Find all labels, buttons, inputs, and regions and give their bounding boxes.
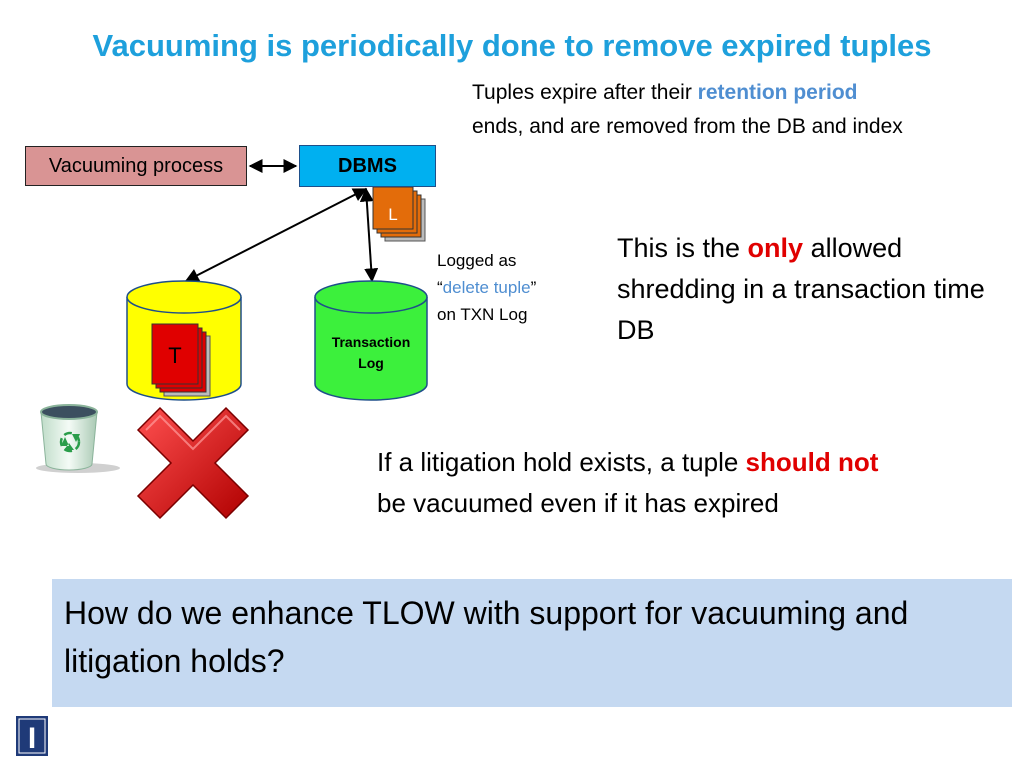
red-x-icon [136,406,250,520]
question-text: How do we enhance TLOW with support for … [64,595,909,679]
transaction-log-label: Transaction Log [331,334,411,371]
retention-period-highlight: retention period [697,81,858,104]
logged-as-line: Logged as [437,251,517,270]
delete-tuple-highlight: delete tuple [442,278,531,297]
on-txn-log-line: on TXN Log [437,305,528,324]
close-quote: ” [530,278,537,297]
hold-note-text-2: be vacuumed even if it has expired [377,488,779,518]
retention-note: Tuples expire after their retention peri… [472,76,1017,144]
question-box: How do we enhance TLOW with support for … [52,579,1012,707]
log-record-label: L [388,205,398,224]
tuple-record-label: T [168,343,182,368]
tuple-record-stack [151,323,211,397]
retention-note-text-2: ends, and are removed from the DB and in… [472,115,903,138]
logo-letter: I [28,722,36,755]
litigation-hold-note: If a litigation hold exists, a tuple sho… [377,442,1017,524]
logged-as-note: Logged as “delete tuple” on TXN Log [437,247,536,328]
only-highlight: only [747,233,804,263]
only-note-text-1: This is the [617,233,748,263]
vacuuming-process-box: Vacuuming process [25,146,247,186]
open-quote: “ [437,278,443,297]
should-not-highlight: should not [745,447,879,477]
retention-note-text-1: Tuples expire after their [472,81,698,104]
illinois-logo-icon: I [16,716,48,756]
recycle-bin-icon [36,404,120,473]
hold-note-text-1: If a litigation hold exists, a tuple [377,447,746,477]
slide-title: Vacuuming is periodically done to remove… [92,28,932,63]
dbms-box: DBMS [299,145,436,187]
only-note-text-2: allowed shredding in a transaction time … [617,233,985,345]
log-record-stack [372,186,426,242]
transaction-log-cylinder [314,280,428,401]
dbms-log-arrow [359,187,379,283]
dbms-database-arrow [184,188,368,282]
only-shredding-note: This is the only allowed shredding in a … [617,228,1007,351]
